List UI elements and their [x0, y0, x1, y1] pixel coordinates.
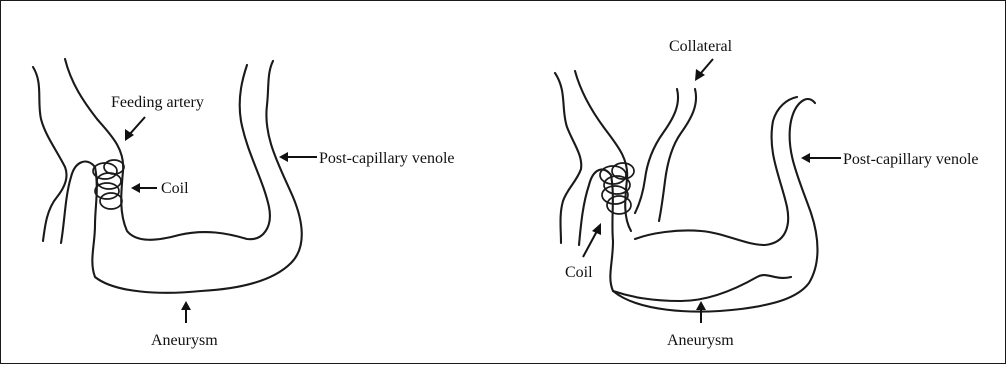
left-coil-arrow: [131, 183, 157, 193]
left-venole-label: Post-capillary venole: [319, 150, 455, 167]
left-coil: [93, 160, 124, 209]
right-venole-arrow: [801, 153, 841, 163]
right-aneurysm-dome: [613, 275, 791, 301]
right-aneurysm-label: Aneurysm: [667, 332, 734, 349]
right-sac-loop: [579, 99, 818, 312]
left-venole-arrow: [279, 152, 317, 162]
left-aneurysm-label: Aneurysm: [151, 332, 218, 349]
left-panel: Feeding artery Post-capillary venole Coi…: [33, 59, 455, 349]
left-feeding-artery-label: Feeding artery: [111, 94, 204, 111]
left-vessel-outer-wall: [33, 67, 67, 241]
right-venole-inner-wall: [635, 97, 797, 245]
right-collateral-arrow: [695, 59, 713, 81]
left-aneurysm-arrow: [181, 301, 191, 323]
left-feeding-artery-arrow: [125, 117, 145, 141]
right-coil-arrow: [583, 223, 601, 257]
right-venole-label: Post-capillary venole: [843, 151, 979, 168]
right-collateral-wall-b: [659, 89, 696, 221]
right-coil-label: Coil: [565, 264, 593, 281]
right-collateral-label: Collateral: [669, 38, 733, 55]
right-vessel-outer-wall: [555, 73, 581, 243]
right-panel: Collateral Post-capillary venole Coil An…: [555, 38, 979, 349]
left-coil-label: Coil: [161, 180, 189, 197]
